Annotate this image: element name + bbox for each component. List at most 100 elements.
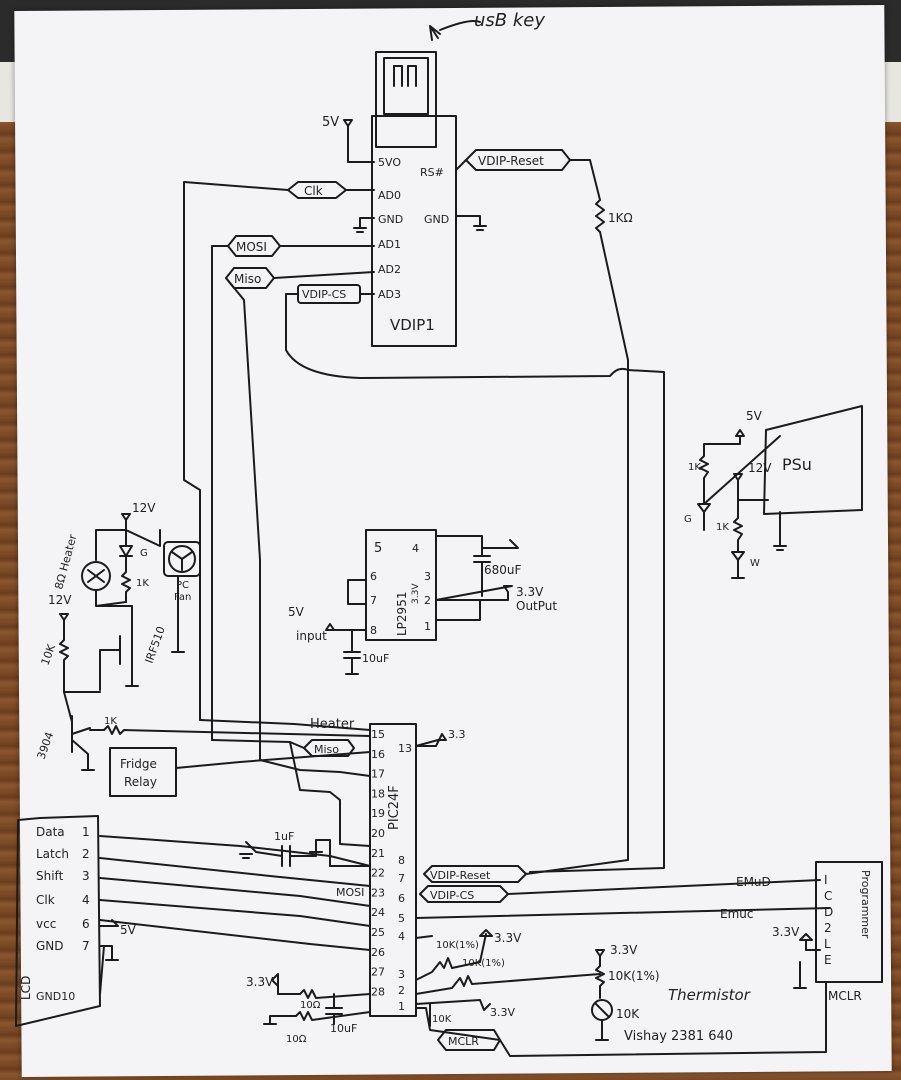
vishay-label: Vishay 2381 640 [624, 1029, 733, 1044]
mosfet-label: IRF510 [143, 625, 168, 665]
lcd-gnd10: GND10 [36, 990, 75, 1003]
pic-pin-right-5: 5 [398, 912, 405, 925]
misc-cap10uf: 10uF [330, 1022, 357, 1035]
pic-pin-19: 19 [371, 807, 385, 820]
svg-text:4: 4 [412, 542, 419, 555]
svg-text:Miso: Miso [314, 743, 339, 756]
usb-key-label: usB key [474, 10, 545, 31]
svg-text:VDIP-CS: VDIP-CS [430, 889, 474, 902]
misc-3v3-d: 3.3V [246, 975, 274, 989]
svg-text:1: 1 [424, 620, 431, 633]
pic-pin-25: 25 [371, 926, 385, 939]
pic-pin-22: 22 [371, 867, 385, 880]
vdip-pin-ad0: AD0 [378, 189, 401, 202]
programmer-block: Programmer [815, 861, 883, 983]
pic-pin-20: 20 [371, 827, 385, 840]
psu-12v: 12V [748, 461, 772, 475]
pic-pin-18: 18 [371, 787, 385, 800]
fan-label: Fan [174, 592, 191, 603]
psu-label: PSu [782, 455, 812, 474]
misc-r10k-therm: 10K [616, 1007, 640, 1021]
pic-pin-right-7: 7 [398, 872, 405, 885]
tag-vdip-reset-pic: VDIP-Reset [423, 865, 527, 883]
svg-text:Fridge: Fridge [120, 757, 157, 771]
tag-mosi: MOSI [227, 235, 281, 257]
regulator-in-cap: 10uF [362, 652, 389, 665]
regulator-out: OutPut [516, 599, 557, 613]
vdip-pin-gnd: GND [378, 213, 403, 226]
thermistor-label: Thermistor [668, 986, 751, 1004]
vdip-5v-label: 5V [322, 115, 339, 130]
tag-vdip-cs: VDIP-CS [297, 284, 361, 304]
lcd-pin-3: 4 [82, 893, 90, 907]
vdip-pin-gnd-right: GND [424, 213, 449, 226]
svg-text:Miso: Miso [234, 272, 261, 286]
heater-label: 8Ω Heater [52, 533, 79, 591]
svg-text:VDIP-Reset: VDIP-Reset [430, 869, 491, 882]
pic-pin-21: 21 [371, 847, 385, 860]
heater-r10k: 10K [39, 642, 59, 667]
programmer-emud: EMuD [736, 875, 771, 889]
lcd-label-4: vcc [36, 917, 56, 931]
pic-pin-right-8: 8 [398, 854, 405, 867]
vdip-pin-ad3: AD3 [378, 288, 401, 301]
pic-heater-label: Heater [310, 717, 355, 732]
tag-miso-pic: Miso [303, 739, 355, 757]
lcd-label-5: GND [36, 939, 64, 953]
pic-pin-right-13: 13 [398, 742, 412, 755]
pic-pin-15: 15 [371, 728, 385, 741]
lcd-pin-2: 3 [82, 869, 90, 883]
pic-pin-right-3: 3 [398, 968, 405, 981]
svg-text:2: 2 [424, 594, 431, 607]
lcd-pin-5: 7 [82, 939, 90, 953]
programmer-mclr: MCLR [828, 989, 862, 1003]
pic-pin-27: 27 [371, 966, 385, 979]
regulator-cap: 680uF [484, 563, 522, 577]
pic-pin-16: 16 [371, 748, 385, 761]
lcd-name: LCD [19, 976, 33, 1000]
heater-12v-b: 12V [48, 593, 72, 607]
vdip1-name: VDIP1 [390, 316, 435, 334]
decoupling-cap: 1uF [239, 830, 371, 867]
svg-text:6: 6 [370, 570, 377, 583]
transistor-label: 3904 [35, 730, 57, 761]
fan-pc: PC [176, 580, 189, 591]
regulator-out-v: 3.3V [516, 585, 544, 599]
pic-mosi-label: MOSI [336, 886, 364, 899]
pic-pin-26: 26 [371, 946, 385, 959]
misc-r10k: 10K [432, 1014, 452, 1025]
svg-text:MCLR: MCLR [448, 1035, 479, 1048]
programmer-pin-4: L [824, 937, 831, 951]
misc-r10a: 10Ω [300, 1000, 321, 1011]
psu-r2: 1K [716, 522, 729, 533]
regulator-sub: 3.3V [411, 583, 421, 604]
misc-r10k1b: 10K(1%) [462, 958, 505, 969]
misc-r10k1a: 10K(1%) [436, 940, 479, 951]
lcd-pin-4: 6 [82, 917, 90, 931]
pic24f-chip: PIC24F [369, 723, 417, 1017]
svg-text:3: 3 [424, 570, 431, 583]
programmer-pin-2: D [824, 905, 833, 919]
svg-text:1uF: 1uF [274, 830, 294, 843]
programmer-emuc: Emuc [720, 907, 753, 921]
heater-12v: 12V [132, 501, 156, 515]
regulator-name: LP2951 [395, 592, 409, 636]
psu-g: G [684, 514, 692, 525]
lcd-pin-0: 1 [82, 825, 90, 839]
pic-pin-right-1: 1 [398, 1000, 405, 1013]
tag-miso: Miso [225, 267, 275, 289]
tag-vdip-reset: VDIP-Reset [465, 149, 571, 171]
programmer-pin-1: C [824, 889, 832, 903]
vdip1-module: VDIP1 5VO AD0 GND AD1 AD2 AD3 RS# GND 5V [322, 115, 487, 347]
heater-led-g: G [140, 548, 148, 559]
vdip-pin-ad2: AD2 [378, 263, 401, 276]
heater-r1k: 1K [136, 578, 149, 589]
vdip-pin-ad1: AD1 [378, 238, 401, 251]
svg-text:MOSI: MOSI [236, 240, 267, 254]
lcd-label-2: Shift [36, 869, 64, 883]
programmer-pin-3: 2 [824, 921, 832, 935]
